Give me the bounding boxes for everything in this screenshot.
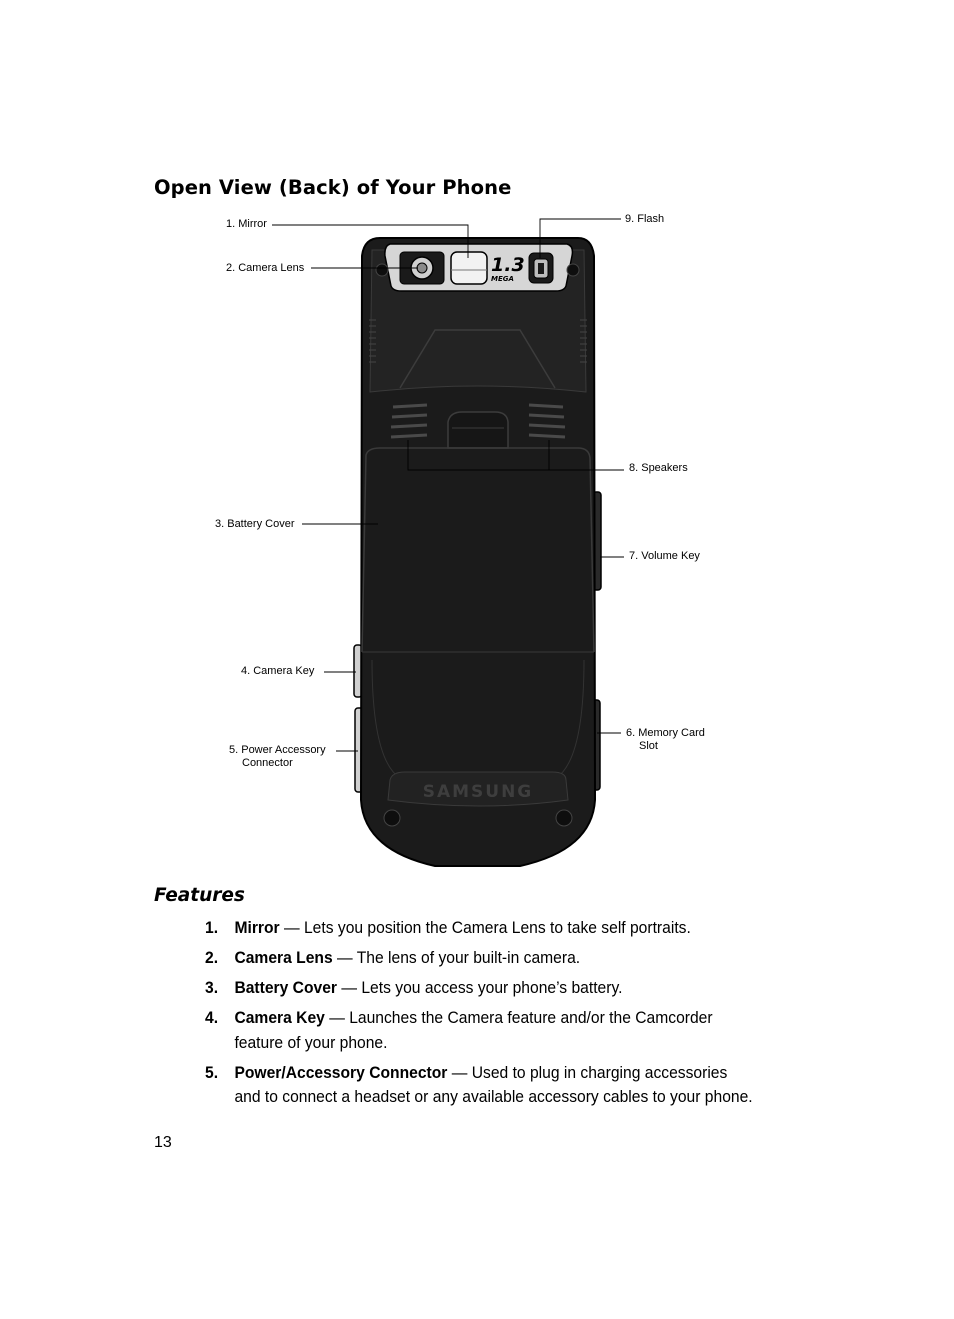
item-description: — The lens of your built-in camera. [332, 948, 581, 967]
item-term: Battery Cover [234, 978, 338, 997]
item-number: 4. [205, 1008, 219, 1027]
callout-volume-key-label: 7. Volume Key [629, 550, 700, 562]
section-title: Features [154, 885, 245, 906]
camera-badge-sub: MEGA [491, 275, 514, 283]
callout-power-accessory-connector-label-2: Connector [242, 757, 293, 769]
item-term: Camera Lens [234, 948, 333, 967]
list-item: 3. Battery Cover — Lets you access your p… [205, 976, 757, 1001]
callout-mirror-label: 1. Mirror [226, 218, 267, 230]
list-item: 5. Power/Accessory Connector — Used to pl… [205, 1061, 757, 1110]
item-term: Power/Accessory Connector [234, 1062, 448, 1082]
page-number: 13 [154, 1134, 172, 1151]
item-description: — Lets you position the Camera Lens to t… [279, 918, 691, 937]
item-number: 5. [205, 1062, 219, 1082]
callout-camera-key: 4. Camera Key [241, 665, 314, 678]
list-item: 1. Mirror — Lets you position the Camera … [205, 916, 757, 941]
phone-back-illustration: 1.3 MEGA SAMSUNG [272, 218, 624, 867]
features-list: 1. Mirror — Lets you position the Camera … [205, 916, 757, 1115]
callout-memory-card-slot-label-2: Slot [639, 740, 658, 752]
callout-power-accessory-connector: 5. Power Accessory Connector [229, 744, 326, 770]
callout-speakers: 8. Speakers [629, 462, 688, 475]
list-item: 2. Camera Lens — The lens of your built-i… [205, 946, 757, 971]
callout-camera-lens-label: 2. Camera Lens [226, 262, 305, 274]
callout-power-accessory-connector-label: 5. Power Accessory [229, 744, 326, 756]
item-description: — Lets you access your phone’s battery. [337, 978, 623, 997]
callout-flash-label: 9. Flash [625, 213, 665, 225]
item-term: Camera Key [234, 1008, 325, 1027]
list-item: 4. Camera Key — Launches the Camera featu… [205, 1006, 757, 1055]
item-number: 3. [205, 978, 219, 997]
callout-battery-cover: 3. Battery Cover [215, 518, 294, 531]
callout-camera-key-label: 4. Camera Key [241, 665, 315, 677]
callout-battery-cover-label: 3. Battery Cover [215, 518, 295, 530]
callout-memory-card-slot: 6. Memory Card Slot [626, 727, 705, 753]
callout-camera-lens: 2. Camera Lens [226, 262, 304, 275]
item-description: — Launches the Camera feature and/or the… [234, 1008, 713, 1052]
item-number: 2. [205, 948, 219, 967]
page-title: Open View (Back) of Your Phone [154, 176, 512, 199]
callout-speakers-label: 8. Speakers [629, 462, 688, 474]
callout-volume-key: 7. Volume Key [629, 550, 700, 563]
callout-mirror: 1. Mirror [226, 218, 267, 231]
callout-flash: 9. Flash [625, 213, 664, 226]
brand-logo: SAMSUNG [423, 782, 534, 802]
item-term: Mirror [234, 918, 280, 937]
item-number: 1. [205, 918, 219, 937]
callout-memory-card-slot-label: 6. Memory Card [626, 727, 705, 739]
item-description: — Used to plug in charging accessories a… [234, 1062, 753, 1107]
camera-badge: 1.3 [491, 254, 525, 276]
